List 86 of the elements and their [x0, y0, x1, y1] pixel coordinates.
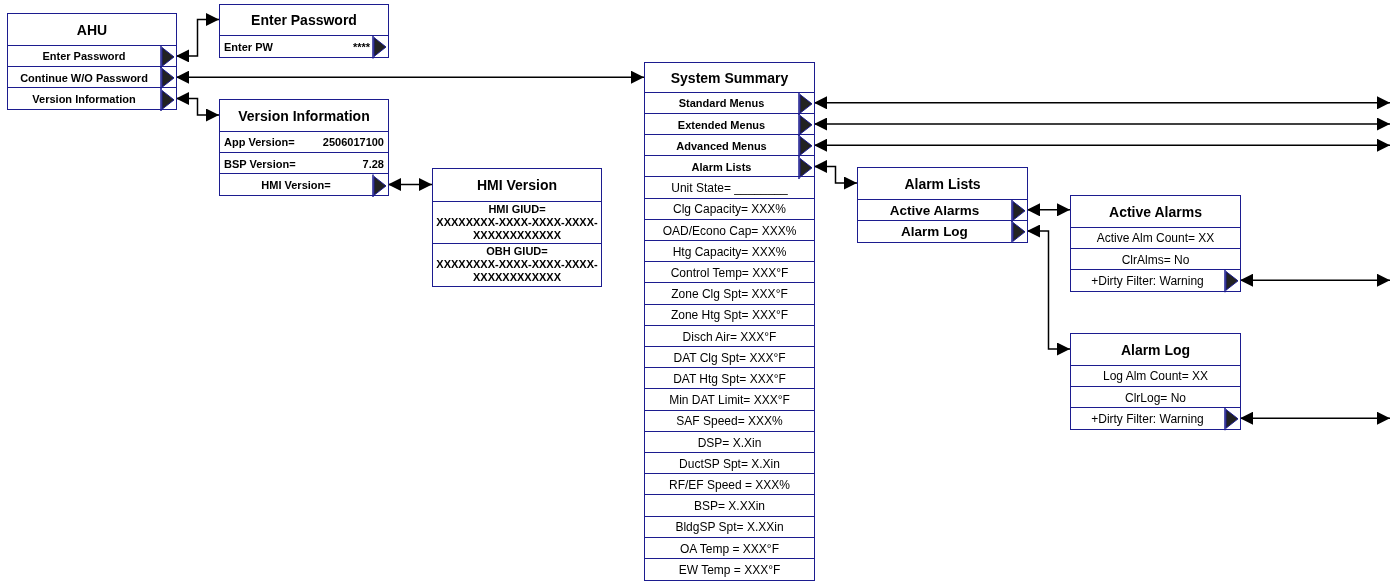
- double-arrow-connector: [813, 117, 1391, 131]
- row-label: OA Temp = XXX°F: [680, 541, 779, 556]
- menu-row: [645, 112, 814, 136]
- double-arrow-connector: [175, 92, 220, 122]
- menu-row: [858, 198, 1027, 222]
- row-label: ClrLog= No: [1125, 390, 1186, 405]
- row-label: Alarm Log: [901, 224, 968, 240]
- row-value: 2506017100: [322, 136, 384, 149]
- row-label: HMI GIUD=: [488, 203, 546, 217]
- row-label: Active Alarms: [889, 202, 980, 218]
- menu-panel: [644, 62, 815, 582]
- row-label: BldgSP Spt= X.XXin: [675, 520, 784, 535]
- row-label: Zone Htg Spt= XXX°F: [670, 308, 789, 323]
- menu-title: Active Alarms: [1109, 203, 1202, 222]
- menu-panel: [857, 167, 1028, 243]
- row-label: RF/EF Speed = XXX%: [668, 477, 791, 492]
- row-label: HMI Version=: [261, 179, 331, 191]
- row-value: XXXXXXXX-XXXX-XXXX-XXXX-XXXXXXXXXXXX: [435, 258, 599, 285]
- row-label: App Version=: [224, 136, 295, 149]
- row-label: OBH GIUD=: [486, 245, 548, 259]
- row-label: DAT Clg Spt= XXX°F: [673, 350, 786, 365]
- row-label: Version Information: [32, 93, 136, 105]
- menu-title: AHU: [76, 21, 108, 40]
- menu-row: [1071, 268, 1240, 292]
- menu-row: [8, 65, 176, 89]
- menu-title: System Summary: [670, 69, 789, 88]
- double-arrow-connector: [1026, 203, 1071, 217]
- row-label: Extended Menus: [677, 118, 766, 131]
- row-label: DAT Htg Spt= XXX°F: [673, 371, 786, 386]
- row-label: Disch Air= XXX°F: [682, 329, 777, 344]
- menu-panel: [219, 99, 389, 197]
- row-label: Unit State= ________: [671, 181, 788, 196]
- row-label: Log Alm Count= XX: [1102, 369, 1209, 384]
- menu-row: [220, 34, 388, 58]
- row-label: Zone Clg Spt= XXX°F: [671, 287, 788, 302]
- row-label: Min DAT Limit= XXX°F: [669, 393, 790, 408]
- row-value: XXXXXXXX-XXXX-XXXX-XXXX-XXXXXXXXXXXX: [435, 216, 599, 243]
- menu-panel: [219, 4, 389, 58]
- menu-row: [8, 87, 176, 110]
- double-arrow-connector: [813, 159, 858, 190]
- double-arrow-connector: [175, 13, 220, 63]
- row-label: BSP Version=: [224, 157, 296, 170]
- row-label: Standard Menus: [678, 97, 765, 110]
- row-label: Htg Capacity= XXX%: [672, 244, 787, 259]
- menu-panel: [1070, 195, 1241, 293]
- double-arrow-connector: [813, 96, 1391, 110]
- row-label: Advanced Menus: [676, 139, 767, 152]
- row-label: Continue W/O Password: [20, 71, 148, 84]
- double-arrow-connector: [813, 138, 1391, 152]
- row-label: SAF Speed= XXX%: [676, 414, 783, 429]
- row-label: Enter PW: [224, 40, 273, 53]
- menu-row: [858, 219, 1027, 243]
- row-label: Enter Password: [42, 50, 126, 63]
- row-label: DuctSP Spt= X.Xin: [679, 456, 780, 471]
- menu-title: HMI Version: [476, 176, 558, 195]
- row-label: Clg Capacity= XXX%: [672, 202, 787, 217]
- menu-panel: [432, 168, 602, 287]
- menu-row: [645, 155, 814, 178]
- menu-title: Alarm Lists: [904, 175, 981, 194]
- row-value: ****: [352, 40, 370, 53]
- row-value: 7.28: [362, 157, 384, 170]
- menu-title: Alarm Log: [1120, 341, 1191, 360]
- menu-title: Version Information: [238, 107, 370, 126]
- row-label: Active Alm Count= XX: [1096, 231, 1215, 246]
- double-arrow-connector: [175, 70, 645, 84]
- menu-panel: [7, 13, 177, 111]
- menu-row: [8, 44, 176, 68]
- double-arrow-connector: [387, 178, 433, 191]
- row-label: OAD/Econo Cap= XXX%: [662, 223, 797, 238]
- menu-panel: [1070, 333, 1241, 431]
- double-arrow-connector: [1239, 411, 1391, 425]
- row-label: +Dirty Filter: Warning: [1091, 273, 1204, 288]
- row-label: +Dirty Filter: Warning: [1091, 411, 1204, 426]
- row-label: Alarm Lists: [691, 160, 752, 173]
- menu-row: [1071, 406, 1240, 430]
- menu-row: [645, 133, 814, 157]
- row-label: EW Temp = XXX°F: [678, 562, 781, 577]
- double-arrow-connector: [1239, 273, 1391, 287]
- double-arrow-connector: [1026, 224, 1071, 356]
- row-label: BSP= X.XXin: [693, 499, 765, 514]
- menu-row: [645, 91, 814, 115]
- row-label: ClrAlms= No: [1121, 252, 1190, 267]
- menu-title: Enter Password: [251, 11, 357, 30]
- row-label: Control Temp= XXX°F: [670, 265, 789, 280]
- menu-row: [220, 173, 388, 196]
- row-label: DSP= X.Xin: [697, 435, 762, 450]
